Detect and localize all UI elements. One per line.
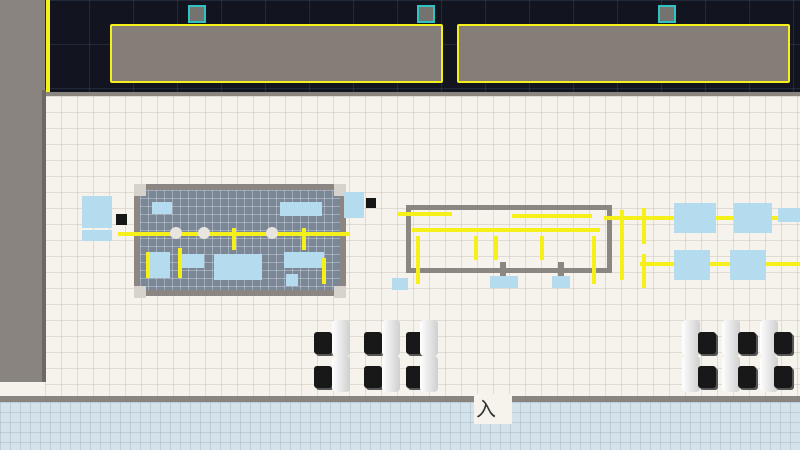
desk[interactable] [760,356,778,392]
conveyor-line [302,228,306,250]
equipment-block[interactable] [150,252,170,278]
roller-wheel [170,227,182,239]
equipment-block[interactable] [344,192,364,218]
equipment-block[interactable] [552,276,570,288]
desk[interactable] [382,320,400,356]
entrance-gap[interactable] [474,394,512,424]
chair[interactable] [698,366,716,388]
chair[interactable] [364,332,382,354]
conveyor-line [620,210,624,280]
bay-marker-icon[interactable] [658,5,676,23]
support-leg [500,262,506,278]
chair[interactable] [774,332,792,354]
conveyor-line [642,208,646,244]
conveyor-line [398,212,452,216]
support-leg [558,262,564,278]
conveyor-line [178,248,182,278]
equipment-block[interactable] [286,274,298,286]
left-wall [0,0,45,382]
desk[interactable] [420,320,438,356]
chair[interactable] [314,332,332,354]
sensor-icon [366,198,376,208]
conveyor-line [412,228,600,232]
desk[interactable] [722,356,740,392]
desk[interactable] [382,356,400,392]
chair[interactable] [774,366,792,388]
chair[interactable] [406,332,424,354]
equipment-block[interactable] [490,276,518,288]
conveyor-line [474,236,478,260]
desk[interactable] [682,356,700,392]
roller-wheel [266,227,278,239]
conveyor-line [494,236,498,260]
equipment-block[interactable] [778,208,800,222]
equipment-block[interactable] [280,202,322,216]
bay-marker-icon[interactable] [417,5,435,23]
conveyor-line [512,214,592,218]
conveyor-line [416,236,420,284]
desk[interactable] [722,320,740,356]
machine-corner [334,286,346,298]
conveyor-line [640,262,800,266]
loading-zone[interactable] [0,402,800,450]
equipment-block[interactable] [674,203,716,233]
chair[interactable] [738,332,756,354]
conveyor-line [642,254,646,288]
desk[interactable] [682,320,700,356]
chair[interactable] [738,366,756,388]
desk[interactable] [332,320,350,356]
entrance-icon[interactable]: 入 [476,397,496,421]
chair[interactable] [364,366,382,388]
left-wall-shade [42,90,46,382]
machine-corner [334,184,346,196]
equipment-block[interactable] [392,278,408,290]
chair[interactable] [314,366,332,388]
equipment-block[interactable] [214,254,262,280]
machine-corner [134,184,146,196]
conveyor-line [232,228,236,250]
equipment-block[interactable] [734,203,772,233]
bay-marker-icon[interactable] [188,5,206,23]
equipment-block[interactable] [82,196,112,228]
equipment-block[interactable] [182,254,204,268]
desk[interactable] [332,356,350,392]
desk[interactable] [420,356,438,392]
equipment-block[interactable] [674,250,710,280]
bottom-wall [0,396,800,402]
conveyor-line [146,252,150,278]
chair[interactable] [698,332,716,354]
equipment-block[interactable] [82,230,112,241]
equipment-block[interactable] [152,202,172,214]
equipment-block[interactable] [730,250,766,280]
conveyor-line [322,258,326,284]
top-highlight-line [46,0,50,92]
assembly-frame[interactable] [406,205,612,273]
roller-wheel [198,227,210,239]
machine-corner [134,286,146,298]
equipment-block[interactable] [284,252,324,268]
top-bay-left[interactable] [110,24,443,83]
sensor-icon [116,214,127,225]
conveyor-line [540,236,544,260]
top-bay-right[interactable] [457,24,790,83]
conveyor-line [592,236,596,284]
chair[interactable] [406,366,424,388]
desk[interactable] [760,320,778,356]
